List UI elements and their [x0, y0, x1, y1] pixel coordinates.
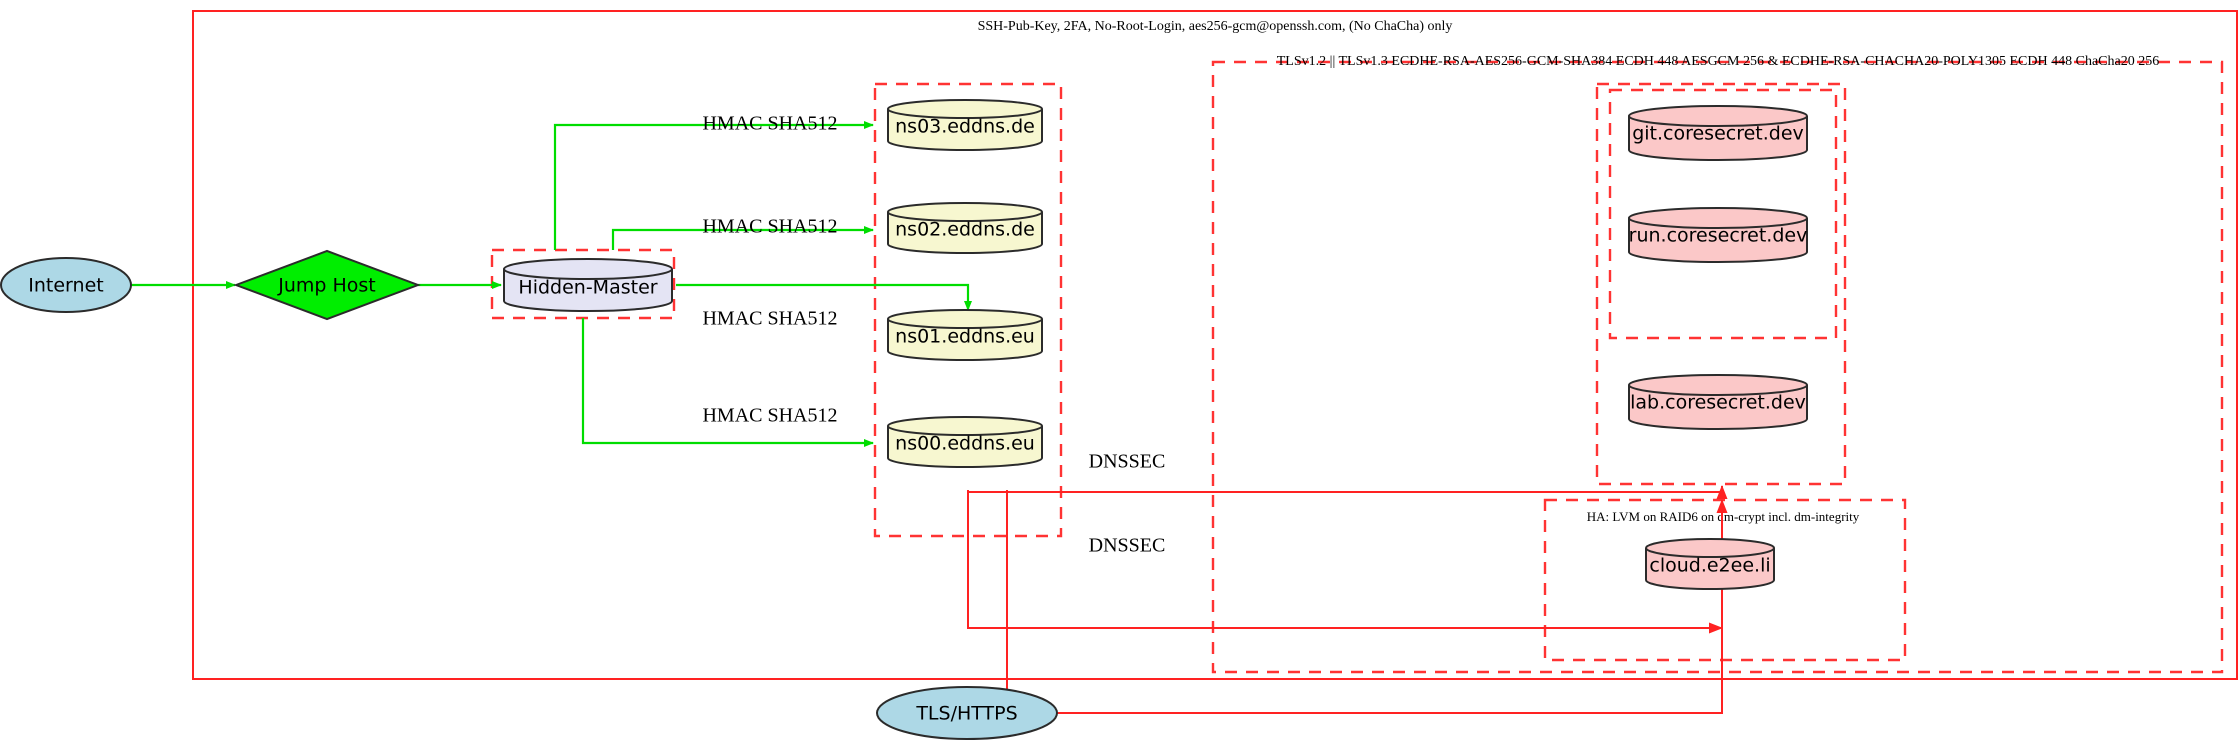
node-lab-coresecret[interactable]: lab.coresecret.dev: [1628, 374, 1808, 430]
node-ns01-label: ns01.eddns.eu: [895, 326, 1035, 348]
cluster-coresecret-zone: [1595, 82, 1847, 486]
node-run-coresecret[interactable]: run.coresecret.dev: [1628, 207, 1808, 263]
edge-master-to-ns03: [553, 121, 874, 250]
cluster-ha-storage-label: HA: LVM on RAID6 on dm-crypt incl. dm-in…: [1587, 509, 1860, 524]
cluster-tls-policy-label: TLSv1.2 || TLSv1.3 ECDHE-RSA-AES256-GCM-…: [1277, 54, 2159, 69]
node-ns02-label: ns02.eddns.de: [895, 219, 1035, 241]
node-hidden-master[interactable]: Hidden-Master: [503, 258, 673, 312]
cluster-coresecret-inner-zone: [1608, 88, 1838, 340]
cluster-outer-ssh: [192, 10, 2238, 680]
node-git-coresecret-label: git.coresecret.dev: [1632, 123, 1804, 145]
node-ns03-label: ns03.eddns.de: [895, 116, 1035, 138]
edge-label-dnssec-1: DNSSEC: [1089, 451, 1166, 473]
edge-master-to-ns02: [611, 226, 874, 250]
node-internet-label: Internet: [28, 275, 103, 297]
node-ns00-label: ns00.eddns.eu: [895, 433, 1035, 455]
edge-tls-to-ha: [1057, 499, 1728, 714]
node-ns00[interactable]: ns00.eddns.eu: [887, 416, 1043, 468]
edge-label-hmac-ns01: HMAC SHA512: [702, 308, 837, 330]
node-tls-https[interactable]: TLS/HTTPS: [876, 686, 1058, 740]
edge-master-to-ns00: [581, 318, 874, 447]
edge-dnssec-1b: [968, 485, 1728, 499]
node-jump-host-label: Jump Host: [277, 275, 376, 297]
node-ns02[interactable]: ns02.eddns.de: [887, 202, 1043, 254]
edge-label-hmac-ns02: HMAC SHA512: [702, 216, 837, 238]
node-ns01[interactable]: ns01.eddns.eu: [887, 309, 1043, 361]
node-cloud-e2ee[interactable]: cloud.e2ee.li: [1645, 538, 1775, 590]
edge-label-hmac-ns03: HMAC SHA512: [702, 113, 837, 135]
edge-label-hmac-ns00: HMAC SHA512: [702, 405, 837, 427]
node-hidden-master-label: Hidden-Master: [518, 277, 657, 299]
node-git-coresecret[interactable]: git.coresecret.dev: [1628, 105, 1808, 161]
node-lab-coresecret-label: lab.coresecret.dev: [1630, 392, 1806, 414]
node-internet[interactable]: Internet: [0, 257, 132, 313]
cluster-dns-zone: [873, 82, 1063, 538]
node-tls-https-label: TLS/HTTPS: [915, 703, 1017, 725]
cluster-tls-policy: [1211, 60, 2224, 674]
node-ns03[interactable]: ns03.eddns.de: [887, 99, 1043, 151]
node-jump-host[interactable]: Jump Host: [233, 249, 421, 321]
edge-label-dnssec-2: DNSSEC: [1089, 535, 1166, 557]
edge-master-to-ns01: [676, 283, 972, 311]
node-run-coresecret-label: run.coresecret.dev: [1629, 225, 1808, 247]
cluster-outer-ssh-label: SSH-Pub-Key, 2FA, No-Root-Login, aes256-…: [978, 19, 1453, 34]
edge-dnssec-1: [967, 490, 1723, 634]
node-cloud-e2ee-label: cloud.e2ee.li: [1649, 555, 1770, 577]
